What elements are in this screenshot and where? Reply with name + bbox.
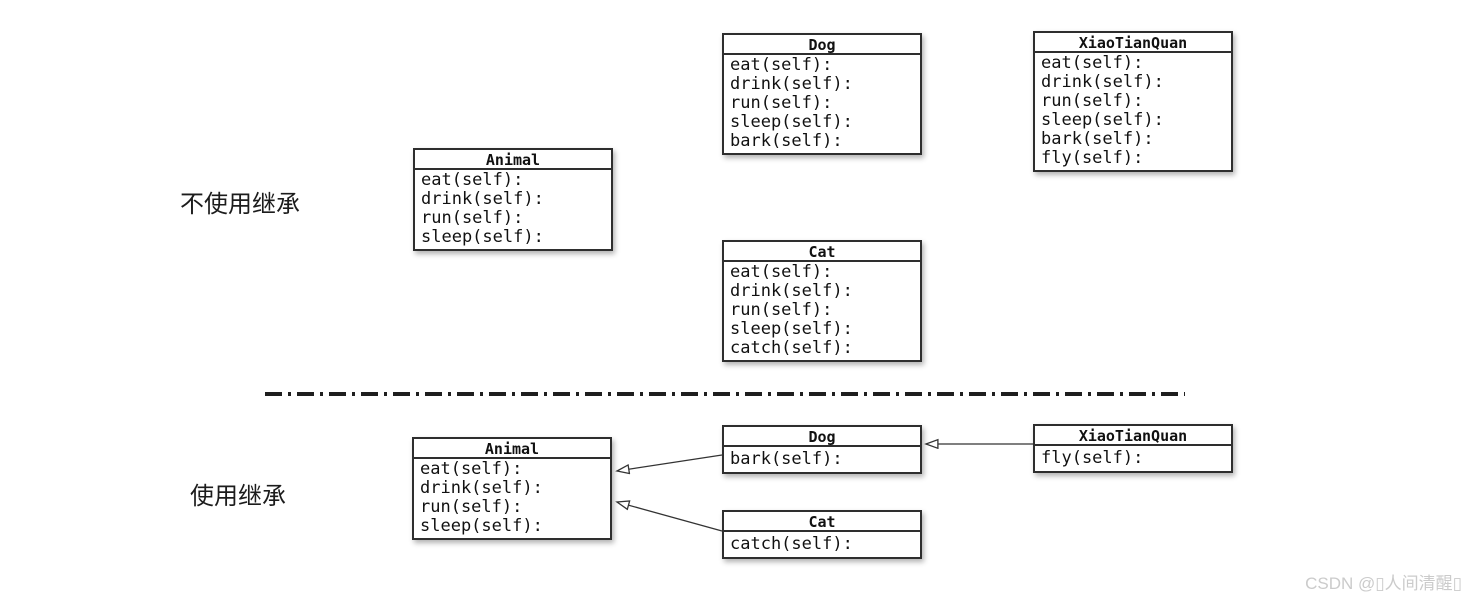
method-row: run(self): [730, 93, 833, 113]
method-row: bark(self): [730, 449, 843, 469]
method-row: eat(self): [730, 262, 833, 282]
class-title-cat: Cat [724, 512, 920, 532]
method-row: drink(self): [420, 478, 543, 498]
class-methods-dog: eat(self):drink(self):run(self):sleep(se… [724, 55, 920, 153]
method-row: catch(self): [730, 338, 853, 358]
class-title-xiaotianquan: XiaoTianQuan [1035, 33, 1231, 53]
class-methods-xiaotianquan: eat(self):drink(self):run(self):sleep(se… [1035, 53, 1231, 170]
method-row: eat(self): [1041, 53, 1144, 73]
method-row: sleep(self): [1041, 110, 1164, 130]
section-label-no-inheritance: 不使用继承 [180, 191, 300, 218]
class-methods-xiaotianquan: fly(self): [1035, 446, 1231, 471]
method-row: run(self): [421, 208, 524, 228]
class-title-dog: Dog [724, 427, 920, 447]
class-box-xiaotianquan-top: XiaoTianQuan eat(self):drink(self):run(s… [1033, 31, 1233, 172]
class-methods-cat: eat(self):drink(self):run(self):sleep(se… [724, 262, 920, 360]
class-title-dog: Dog [724, 35, 920, 55]
method-row: fly(self): [1041, 448, 1144, 468]
class-title-animal: Animal [415, 150, 611, 170]
class-methods-cat: catch(self): [724, 532, 920, 557]
method-row: sleep(self): [730, 112, 853, 132]
class-title-cat: Cat [724, 242, 920, 262]
class-methods-animal: eat(self):drink(self):run(self):sleep(se… [414, 459, 610, 538]
method-row: eat(self): [420, 459, 523, 479]
class-box-xiaotianquan-bottom: XiaoTianQuan fly(self): [1033, 424, 1233, 473]
class-title-animal: Animal [414, 439, 610, 459]
inheritance-arrow-dog-to-animal [617, 454, 723, 471]
method-row: fly(self): [1041, 148, 1144, 168]
class-methods-dog: bark(self): [724, 447, 920, 472]
section-label-with-inheritance: 使用继承 [190, 483, 286, 510]
class-box-animal-top: Animal eat(self):drink(self):run(self):s… [413, 148, 613, 251]
method-row: drink(self): [730, 281, 853, 301]
method-row: catch(self): [730, 534, 853, 554]
class-box-dog-bottom: Dog bark(self): [722, 425, 922, 474]
class-box-cat-top: Cat eat(self):drink(self):run(self):slee… [722, 240, 922, 362]
method-row: run(self): [420, 497, 523, 517]
class-box-animal-bottom: Animal eat(self):drink(self):run(self):s… [412, 437, 612, 540]
method-row: sleep(self): [420, 516, 543, 536]
method-row: bark(self): [1041, 129, 1154, 149]
method-row: eat(self): [421, 170, 524, 190]
class-title-xiaotianquan: XiaoTianQuan [1035, 426, 1231, 446]
method-row: run(self): [1041, 91, 1144, 111]
class-box-cat-bottom: Cat catch(self): [722, 510, 922, 559]
method-row: eat(self): [730, 55, 833, 75]
inheritance-arrow-cat-to-animal [617, 502, 723, 532]
method-row: sleep(self): [730, 319, 853, 339]
class-box-dog-top: Dog eat(self):drink(self):run(self):slee… [722, 33, 922, 155]
method-row: run(self): [730, 300, 833, 320]
method-row: sleep(self): [421, 227, 544, 247]
csdn-watermark: CSDN @▯人间清醒▯ [1305, 574, 1462, 593]
method-row: drink(self): [730, 74, 853, 94]
method-row: drink(self): [421, 189, 544, 209]
method-row: bark(self): [730, 131, 843, 151]
class-methods-animal: eat(self):drink(self):run(self):sleep(se… [415, 170, 611, 249]
method-row: drink(self): [1041, 72, 1164, 92]
